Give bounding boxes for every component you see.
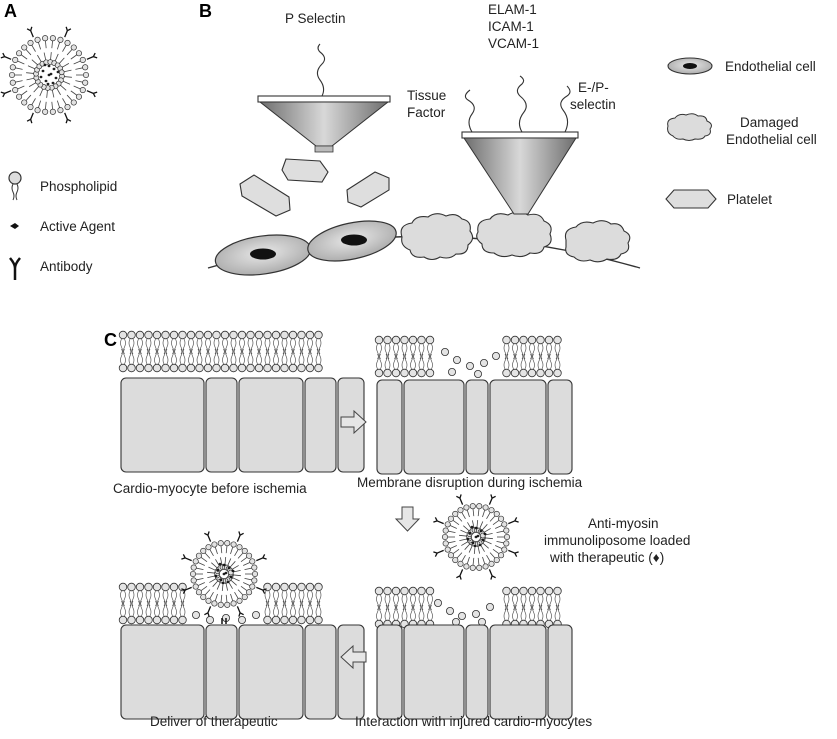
caption-immuno-2: immunoliposome loaded bbox=[544, 533, 691, 548]
arrow-down bbox=[394, 506, 421, 532]
panel-c-diagram bbox=[118, 330, 573, 720]
platelet-1 bbox=[281, 158, 329, 183]
legend-antibody: Antibody bbox=[40, 259, 93, 274]
caption-immuno-1: Anti-myosin bbox=[588, 516, 659, 531]
legend-platelet: Platelet bbox=[727, 192, 773, 207]
legend-damaged-2: Endothelial cell bbox=[726, 132, 817, 147]
caption-disruption: Membrane disruption during ischemia bbox=[357, 475, 583, 490]
damaged-endothelial-cell-3 bbox=[564, 220, 631, 263]
panel-c-label: C bbox=[104, 330, 117, 350]
legend-damaged-1: Damaged bbox=[740, 115, 799, 130]
damaged-endothelial-cell-2 bbox=[476, 211, 552, 258]
panel-a-label: A bbox=[4, 1, 17, 21]
caption-deliver: Deliver of therapeutic bbox=[150, 714, 278, 729]
caption-immuno-3: with therapeutic (♦) bbox=[550, 550, 665, 565]
label-vcam: VCAM-1 bbox=[488, 36, 540, 51]
panel-b-label: B bbox=[199, 1, 212, 21]
label-selectin: selectin bbox=[570, 97, 616, 112]
immunoliposome-approaching bbox=[433, 494, 519, 580]
arrow-right bbox=[340, 409, 367, 435]
phospholipid-icon bbox=[8, 171, 22, 201]
legend-active-agent: Active Agent bbox=[40, 219, 116, 234]
active-agent-icon bbox=[10, 223, 19, 229]
endothelial-cell-1 bbox=[214, 234, 312, 276]
antibody-icon bbox=[9, 257, 21, 280]
caption-interaction: Interaction with injured cardio-myocytes bbox=[355, 714, 593, 729]
liposome-a bbox=[0, 26, 98, 124]
caption-before: Cardio-myocyte before ischemia bbox=[113, 481, 307, 496]
label-tissue: Tissue bbox=[407, 88, 447, 103]
legend-endothelial: Endothelial cell bbox=[725, 59, 816, 74]
legend-phospholipid: Phospholipid bbox=[40, 179, 118, 194]
platelet-3 bbox=[346, 171, 390, 208]
label-ep: E-/P- bbox=[578, 80, 609, 95]
endothelial-cell-2 bbox=[307, 220, 397, 262]
label-factor: Factor bbox=[407, 105, 446, 120]
arrow-left bbox=[340, 644, 367, 670]
ligand-cone bbox=[461, 75, 579, 215]
damaged-endothelial-cell-1 bbox=[400, 213, 474, 261]
immunoliposome-fused bbox=[181, 531, 267, 617]
damaged-cell-legend-icon bbox=[667, 113, 712, 141]
label-p-selectin: P Selectin bbox=[285, 11, 346, 26]
label-icam: ICAM-1 bbox=[488, 19, 534, 34]
platelet-legend-icon bbox=[665, 189, 717, 209]
p-selectin-cone bbox=[257, 43, 391, 153]
platelet-2 bbox=[239, 174, 291, 217]
endothelial-cell-legend-icon bbox=[667, 57, 713, 75]
label-elam: ELAM-1 bbox=[488, 2, 537, 17]
